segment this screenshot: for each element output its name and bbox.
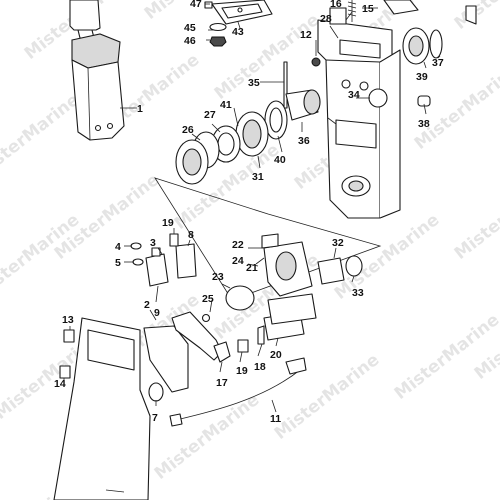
callout-35: 35 bbox=[248, 77, 260, 89]
callout-40: 40 bbox=[274, 154, 286, 166]
callout-37: 37 bbox=[432, 57, 444, 69]
callout-16: 16 bbox=[330, 0, 342, 10]
switch-plate bbox=[261, 233, 279, 249]
screw-14 bbox=[59, 365, 71, 379]
rod bbox=[383, 0, 419, 15]
callout-3: 3 bbox=[150, 237, 156, 249]
leader-lines bbox=[63, 3, 441, 413]
callout-21: 21 bbox=[246, 262, 258, 274]
ball bbox=[311, 57, 321, 67]
shift-drum bbox=[285, 89, 321, 121]
callout-19a: 19 bbox=[162, 217, 174, 229]
pin-25 bbox=[201, 313, 211, 323]
callout-32: 32 bbox=[332, 237, 344, 249]
washer-5 bbox=[132, 258, 144, 266]
spring bbox=[347, 0, 357, 22]
callout-15: 15 bbox=[362, 3, 374, 15]
bolt-19a bbox=[169, 233, 179, 247]
callout-2: 2 bbox=[144, 299, 150, 311]
watermark-text: MisterMarine bbox=[451, 170, 500, 264]
ring-33 bbox=[345, 255, 363, 277]
callout-1: 1 bbox=[137, 103, 143, 115]
callout-47: 47 bbox=[190, 0, 202, 10]
ring-7 bbox=[148, 382, 164, 402]
bolt-19b bbox=[237, 339, 249, 353]
circlip bbox=[429, 29, 443, 59]
callout-11: 11 bbox=[270, 413, 281, 425]
cover-20 bbox=[267, 293, 317, 325]
control-handle bbox=[69, 0, 125, 141]
friction-gear bbox=[235, 111, 269, 157]
callout-39: 39 bbox=[416, 71, 428, 83]
screw-13 bbox=[63, 329, 75, 343]
callout-27: 27 bbox=[204, 109, 216, 121]
callout-18: 18 bbox=[254, 361, 266, 373]
stopper bbox=[257, 325, 265, 345]
gear-32 bbox=[317, 257, 345, 285]
bracket bbox=[175, 243, 197, 279]
callout-17: 17 bbox=[216, 377, 228, 389]
callout-34: 34 bbox=[348, 89, 360, 101]
callout-20: 20 bbox=[270, 349, 282, 361]
group-bracket bbox=[154, 177, 382, 301]
callout-4: 4 bbox=[115, 241, 121, 253]
connector bbox=[285, 357, 307, 375]
cam bbox=[225, 285, 255, 311]
callout-5: 5 bbox=[115, 257, 121, 269]
callout-33: 33 bbox=[352, 287, 364, 299]
callout-12: 12 bbox=[300, 29, 312, 41]
callout-14: 14 bbox=[54, 378, 66, 390]
pin bbox=[283, 61, 288, 109]
harness bbox=[175, 369, 301, 421]
callout-23: 23 bbox=[212, 271, 224, 283]
callout-13: 13 bbox=[62, 314, 74, 326]
control-housing bbox=[317, 7, 401, 219]
stop-pin bbox=[465, 5, 477, 25]
pin-17 bbox=[213, 341, 231, 363]
callout-24: 24 bbox=[232, 255, 244, 267]
callout-19b: 19 bbox=[236, 365, 248, 377]
lever-plate bbox=[143, 325, 189, 393]
lever-gear bbox=[145, 253, 169, 287]
washer bbox=[209, 22, 227, 32]
bolt-3 bbox=[151, 247, 161, 257]
callout-9: 9 bbox=[154, 307, 160, 319]
callout-45: 45 bbox=[184, 22, 196, 34]
callout-41: 41 bbox=[220, 99, 232, 111]
callout-8: 8 bbox=[188, 229, 194, 241]
gear bbox=[368, 88, 388, 108]
callout-38: 38 bbox=[418, 118, 430, 130]
cover-plate bbox=[204, 0, 273, 25]
callout-46: 46 bbox=[184, 35, 196, 47]
callout-labels: 1 2 3 4 5 7 8 9 11 12 13 14 15 16 17 18 … bbox=[54, 0, 444, 425]
watermark-text: MisterMarine bbox=[0, 90, 83, 184]
nut bbox=[209, 36, 227, 47]
callout-22: 22 bbox=[232, 239, 244, 251]
callout-31: 31 bbox=[252, 171, 264, 183]
callout-25: 25 bbox=[202, 293, 214, 305]
watermark-text: MisterMarine bbox=[331, 210, 444, 304]
washer-4 bbox=[130, 242, 142, 250]
callout-7: 7 bbox=[152, 412, 158, 424]
callout-43: 43 bbox=[232, 26, 244, 38]
callout-26: 26 bbox=[182, 124, 194, 136]
watermark-text: MisterMarine bbox=[151, 390, 264, 484]
callout-36: 36 bbox=[298, 135, 310, 147]
callout-28: 28 bbox=[320, 13, 332, 25]
